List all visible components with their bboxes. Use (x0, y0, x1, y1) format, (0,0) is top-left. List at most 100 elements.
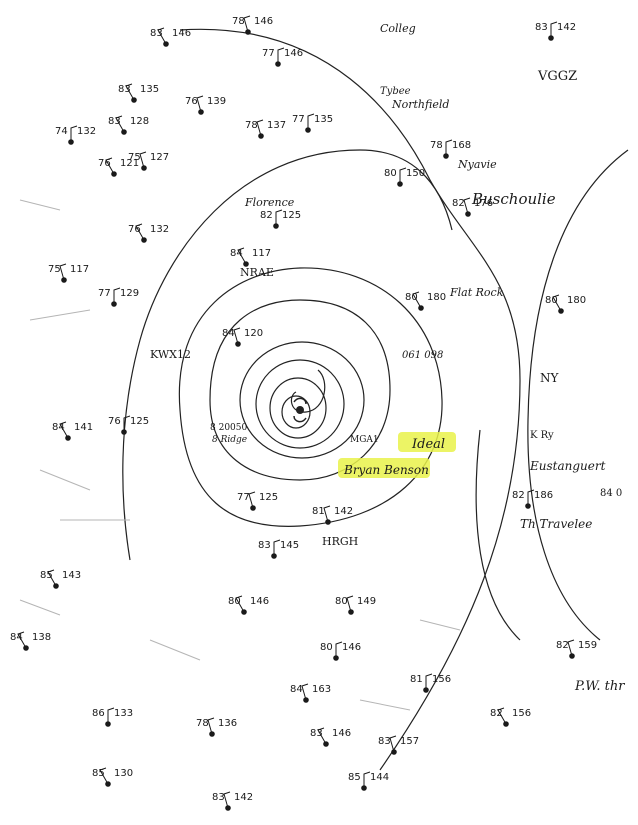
station-pressure: 133 (114, 708, 133, 719)
label-nyavie: Nyavie (457, 158, 497, 171)
station-temp: 85 (40, 570, 53, 581)
station-dot (65, 435, 71, 441)
station-pressure: 121 (120, 158, 139, 169)
wind-barb (307, 113, 315, 130)
label-bryan-benson: Bryan Benson (343, 463, 429, 477)
station-dot (241, 609, 247, 615)
highlight-bryan-benson (338, 458, 430, 478)
station-dot (503, 721, 509, 727)
label-kwx: KWX12 (150, 348, 191, 361)
station-dot (558, 308, 564, 314)
station-temp: 78 (232, 16, 245, 27)
station-temp: 83 (108, 116, 121, 127)
wind-barb (567, 639, 575, 657)
label-vggz: VGGZ (537, 69, 577, 84)
station-dot (569, 653, 575, 659)
isobar-9 (527, 149, 629, 641)
station-pressure: 125 (259, 492, 278, 503)
station-pressure: 180 (427, 292, 446, 303)
wind-barb (123, 415, 131, 432)
station-pressure: 132 (150, 224, 169, 235)
wind-barb (135, 223, 145, 241)
wind-barb (389, 735, 397, 753)
station-dot (423, 687, 429, 693)
station-pressure: 142 (557, 22, 576, 33)
station-dot (323, 741, 329, 747)
label-nrae: NRAE (240, 266, 274, 279)
station-pressure: 128 (130, 116, 149, 127)
station-pressure: 143 (62, 570, 81, 581)
station-dot (105, 781, 111, 787)
station-temp: 75 (48, 264, 61, 275)
station-temp: 83 (310, 728, 323, 739)
station-dot (23, 645, 29, 651)
wind-barb (552, 294, 562, 312)
wind-barb (445, 139, 453, 156)
station-pressure: 176 (474, 198, 493, 209)
station-pressure: 156 (432, 674, 451, 685)
station-temp: 76 (108, 416, 121, 427)
station-temp: 77 (292, 114, 305, 125)
wind-barb (527, 489, 535, 506)
station-temp: 82 (452, 198, 465, 209)
station-dot (198, 109, 204, 115)
station-dot (348, 609, 354, 615)
station-pressure: 135 (140, 84, 159, 95)
station-dot (397, 181, 403, 187)
label-ny: NY (540, 371, 560, 385)
isobar-8 (179, 28, 521, 771)
station-dot (258, 133, 264, 139)
wind-barb (412, 291, 422, 309)
wind-barb (17, 631, 27, 649)
wind-barb (243, 15, 251, 33)
station-temp: 83 (378, 736, 391, 747)
station-dot (111, 171, 117, 177)
wind-barb (301, 683, 309, 701)
station-pressure: 141 (74, 422, 93, 433)
station-temp: 83 (150, 28, 163, 39)
label-northfield: Northfield (391, 98, 449, 111)
wind-barb (399, 167, 407, 184)
station-pressure: 137 (267, 120, 286, 131)
station-pressure: 186 (534, 490, 553, 501)
label-ny-k: K Ry (530, 430, 554, 441)
wind-barb (425, 673, 433, 690)
station-temp: 83 (258, 540, 271, 551)
station-dot (465, 211, 471, 217)
highlighted-labels: Ideal Bryan Benson (338, 432, 456, 478)
station-temp: 85 (348, 772, 361, 783)
station-pressure: 149 (357, 596, 376, 607)
wind-barb (223, 791, 231, 809)
wind-barb (323, 505, 331, 523)
station-pressure: 168 (452, 140, 471, 151)
label-buschoulie: Buschoulie (471, 190, 556, 208)
station-pressure: 145 (280, 540, 299, 551)
station-dot (243, 261, 249, 267)
station-temp: 83 (212, 792, 225, 803)
station-plot: 83 145 (258, 539, 299, 559)
station-dot (391, 749, 397, 755)
station-temp: 74 (55, 126, 68, 137)
station-plot: 83 128 (108, 115, 149, 135)
highlight-ideal (398, 432, 456, 452)
wind-barb (256, 119, 264, 137)
label-dw-30: 84 0 (600, 488, 622, 499)
